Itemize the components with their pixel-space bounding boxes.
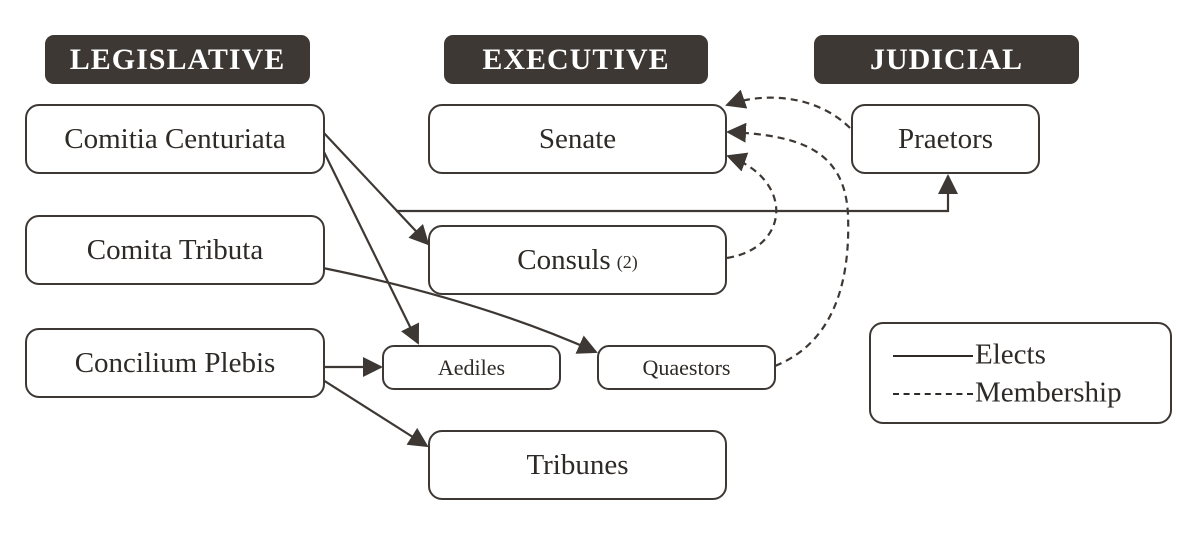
node-label: Consuls (517, 243, 611, 276)
node-aediles: Aediles (382, 345, 561, 390)
edge-centuriata-aediles (322, 149, 420, 345)
edge-centuriata-praetors (396, 174, 958, 213)
node-comita-tributa: Comita Tributa (25, 215, 325, 285)
node-comitia-centuriata: Comitia Centuriata (25, 104, 325, 174)
legend-dashed-line (893, 393, 973, 395)
edge-tributa-quaestors (322, 266, 598, 354)
node-consuls: Consuls(2) (428, 225, 727, 295)
edge-centuriata-consuls (322, 131, 430, 246)
node-label: Comita Tributa (86, 233, 264, 266)
node-concilium-plebis: Concilium Plebis (25, 328, 325, 398)
legend-label-elects: Elects (975, 338, 1046, 371)
node-label: Tribunes (526, 448, 629, 481)
legend-row-elects: Elects (871, 335, 1170, 375)
header-judicial: JUDICIAL (814, 35, 1079, 84)
node-label: Praetors (897, 122, 994, 155)
header-executive: EXECUTIVE (444, 35, 708, 84)
edge-quaestors-senate (726, 122, 850, 368)
node-label: Comitia Centuriata (64, 122, 286, 155)
edge-praetors-senate (725, 89, 851, 129)
legend: Elects Membership (869, 322, 1172, 424)
header-legislative: LEGISLATIVE (45, 35, 310, 84)
node-label: Concilium Plebis (74, 346, 276, 379)
node-senate: Senate (428, 104, 727, 174)
legend-row-membership: Membership (871, 373, 1170, 413)
node-quaestors: Quaestors (597, 345, 776, 390)
legend-label-membership: Membership (975, 376, 1122, 409)
node-label: Aediles (437, 354, 506, 380)
edge-consuls-senate (726, 152, 778, 260)
legend-solid-line (893, 355, 973, 357)
consuls-count: (2) (616, 251, 638, 272)
node-praetors: Praetors (851, 104, 1040, 174)
node-label: Senate (538, 122, 617, 155)
node-tribunes: Tribunes (428, 430, 727, 500)
node-label: Quaestors (642, 354, 731, 380)
edge-plebis-tribunes (322, 379, 429, 448)
